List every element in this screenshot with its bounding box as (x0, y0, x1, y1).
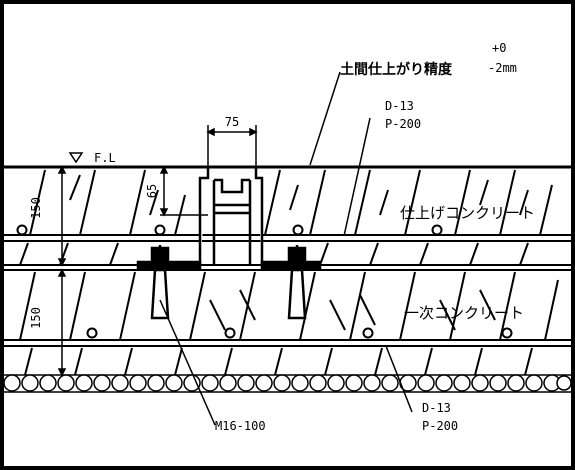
pitch-top-label: P-200 (385, 117, 421, 131)
anchor-bolt-left (150, 245, 170, 320)
leader-lines (159, 71, 413, 426)
guide-rail (136, 167, 322, 270)
dimension-lines (57, 125, 258, 377)
rebar-sections (16, 224, 513, 339)
dim-rail-height: 65 (145, 184, 159, 198)
concrete-hatching (19, 169, 559, 376)
finish-precision-label: 土間仕上がり精度 (340, 61, 453, 78)
dim-rail-width: 75 (225, 115, 239, 129)
tolerance-plus: +0 (492, 41, 506, 55)
anchor-bolt-right (287, 245, 307, 320)
floor-level-label: F.L (94, 151, 116, 165)
anchor-bolt-label: M16-100 (215, 419, 266, 433)
dim-primary-thickness: 150 (29, 307, 43, 329)
rebar-bottom-label: D-13 (422, 401, 451, 415)
dim-finish-thickness: 150 (29, 197, 43, 219)
pitch-bottom-label: P-200 (422, 419, 458, 433)
primary-concrete-label: 一次コンクリート (404, 304, 524, 322)
gravel-base (3, 374, 572, 392)
rebar-top-label: D-13 (385, 99, 414, 113)
finish-concrete-label: 仕上げコンクリート (400, 204, 535, 222)
slab-lines (4, 165, 571, 393)
tolerance-minus: -2mm (488, 61, 517, 75)
